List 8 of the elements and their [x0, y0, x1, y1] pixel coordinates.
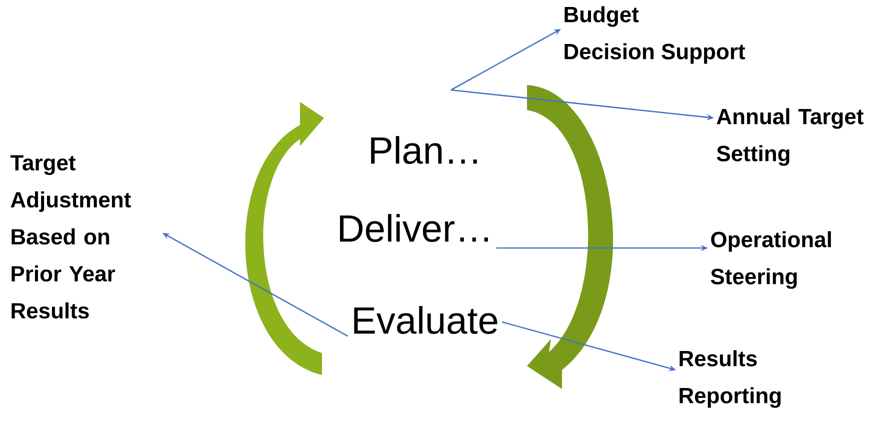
outcome-label: Annual Target Setting	[716, 108, 864, 166]
outcome-label: Operational Steering	[710, 231, 831, 289]
cycle-step-label: Plan…	[371, 136, 477, 164]
cycle-step-label: Deliver…	[340, 214, 488, 242]
outcome-label: Results Reporting	[680, 350, 781, 408]
outcome-label: Budget Decision Support	[564, 6, 746, 64]
cycle-step-label: Evaluate	[354, 306, 498, 334]
outcome-label: Target Adjustment Based on Prior Year Results	[10, 155, 131, 319]
